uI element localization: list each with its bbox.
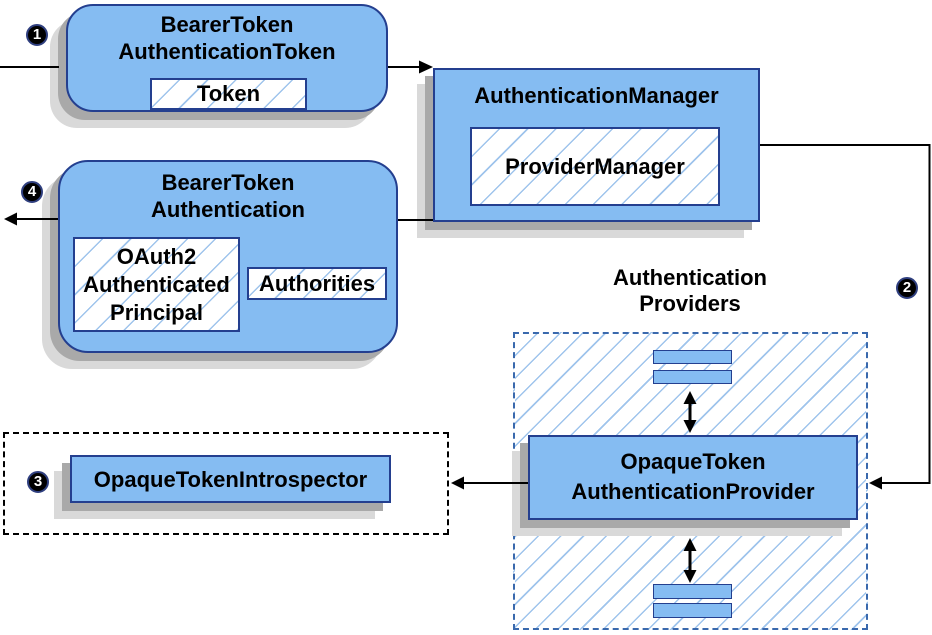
bearer-token-authentication-token-title-line1: BearerToken xyxy=(160,12,294,37)
provider-bar xyxy=(653,370,732,384)
opaque-token-introspector-box: OpaqueTokenIntrospector xyxy=(70,455,391,503)
provider-bar xyxy=(653,584,732,599)
opaque-token-authentication-provider-box: OpaqueToken AuthenticationProvider xyxy=(528,435,858,520)
opaque-token-authentication-provider-title-line2: AuthenticationProvider xyxy=(571,479,815,504)
provider-bar xyxy=(653,603,732,618)
authentication-providers-label-line2: Providers xyxy=(639,291,741,316)
oauth2-authenticated-principal-line3: Principal xyxy=(110,299,203,325)
provider-manager-box: ProviderManager xyxy=(470,127,720,206)
step-1-badge: 1 xyxy=(26,24,48,46)
provider-manager-label: ProviderManager xyxy=(505,153,685,179)
oauth2-authenticated-principal-line1: OAuth2 xyxy=(116,243,197,269)
oauth2-authenticated-principal-box: OAuth2 Authenticated Principal xyxy=(73,237,240,332)
step-3-badge: 3 xyxy=(27,471,49,493)
token-box: Token xyxy=(150,78,307,110)
bearer-token-authentication-title-line1: BearerToken xyxy=(161,170,295,195)
oauth2-authenticated-principal-line2: Authenticated xyxy=(83,271,230,297)
bearer-token-authentication-box: BearerToken Authentication OAuth2 Authen… xyxy=(58,160,398,353)
opaque-token-introspector-title: OpaqueTokenIntrospector xyxy=(93,466,368,492)
introspector-dashed-container xyxy=(3,432,449,535)
bearer-token-authentication-token-box: BearerToken AuthenticationToken Token xyxy=(66,4,388,112)
token-label: Token xyxy=(196,81,261,106)
arrow-authentication-out xyxy=(4,212,58,226)
opaque-token-authentication-provider-title-line1: OpaqueToken xyxy=(620,449,766,474)
authentication-manager-title: AuthenticationManager xyxy=(474,83,719,108)
authentication-manager-box: AuthenticationManager ProviderManager xyxy=(433,68,760,222)
bearer-token-authentication-token-title-line2: AuthenticationToken xyxy=(118,39,336,64)
authentication-providers-label-line1: Authentication xyxy=(613,265,767,290)
step-4-badge: 4 xyxy=(21,181,43,203)
authorities-box: Authorities xyxy=(247,267,387,300)
arrow-token-to-authentication-manager xyxy=(388,60,433,74)
provider-bar xyxy=(653,350,732,364)
authorities-label: Authorities xyxy=(258,270,376,296)
step-2-badge: 2 xyxy=(896,277,918,299)
authentication-providers-label: Authentication Providers xyxy=(580,265,800,317)
bearer-token-authentication-title-line2: Authentication xyxy=(151,197,305,222)
